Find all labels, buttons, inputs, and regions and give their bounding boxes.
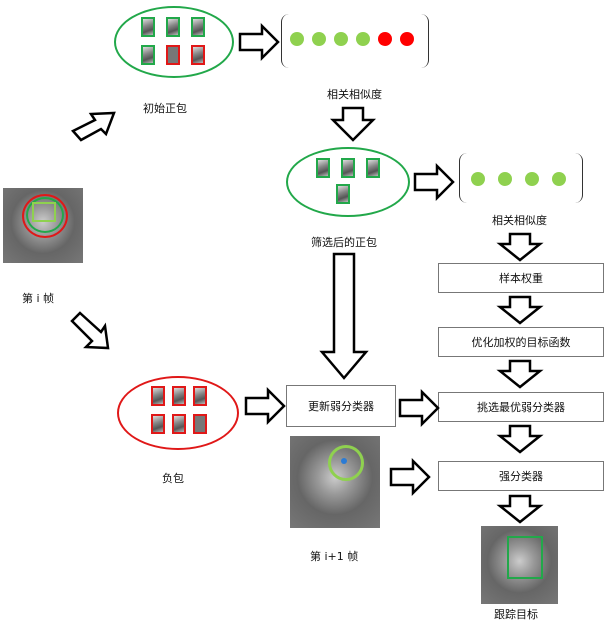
arrow-right-icon [389,457,431,497]
positive-sample [336,184,350,204]
sample-weight-box: 样本权重 [438,263,604,293]
positive-sample [341,158,355,178]
strong-classifier-box: 强分类器 [438,461,604,491]
positive-sample [191,17,205,37]
similarity-label-1: 相关相似度 [327,88,382,101]
positive-sample [141,17,155,37]
arrow-right-icon [238,22,280,62]
frame-i-label: 第 i 帧 [22,292,55,305]
rejected-sample [166,45,180,65]
negative-sample [193,386,207,406]
similar-dot [498,172,512,186]
positive-sample [166,17,180,37]
negative-sample [151,386,165,406]
rejected-sample [191,45,205,65]
negative-sample [172,414,186,434]
arrow-right-icon [244,386,286,426]
initial-positive-bag-label: 初始正包 [143,102,187,115]
similar-dot [312,32,326,46]
positive-sample [141,45,155,65]
tracking-result-image [481,526,558,604]
similar-dot [334,32,348,46]
tracking-target-label: 跟踪目标 [494,608,538,621]
dissimilar-dot [400,32,414,46]
positive-region-circle [26,197,64,233]
negative-bag-label: 负包 [162,472,184,485]
positive-sample [316,158,330,178]
similar-dot [356,32,370,46]
similarity-vector-2 [459,153,583,203]
similarity-label-2: 相关相似度 [492,214,547,227]
select-best-weak-classifier-box: 挑选最优弱分类器 [438,392,604,422]
arrow-down-icon [496,295,544,325]
similarity-vector-1 [281,14,429,68]
arrow-down-icon [496,232,544,262]
positive-sample [366,158,380,178]
negative-sample [172,386,186,406]
initial-positive-bag [114,6,234,78]
similar-dot [290,32,304,46]
similar-dot [525,172,539,186]
negative-region-circle [22,194,68,238]
negative-sample [151,414,165,434]
motion-point [341,458,347,464]
arrow-down-icon [329,106,377,142]
arrow-down-icon [496,359,544,389]
long-arrow-down-icon [319,252,369,380]
optimize-objective-box: 优化加权的目标函数 [438,327,604,357]
frame-i-image [3,188,83,263]
frame-i-plus-1-image [290,436,380,528]
arrow-down-icon [496,424,544,454]
arrow-to-negative-bag-icon [70,311,110,350]
similar-dot [471,172,485,186]
tracked-target-box [507,536,543,579]
filtered-positive-bag-label: 筛选后的正包 [311,236,377,249]
update-weak-classifier-box: 更新弱分类器 [286,385,396,427]
negative-sample [193,414,207,434]
frame-i-plus-1-label: 第 i+1 帧 [310,550,359,563]
dissimilar-dot [378,32,392,46]
similar-dot [552,172,566,186]
negative-bag [117,376,239,450]
target-box [32,202,56,222]
arrow-down-icon [496,494,544,524]
arrow-right-icon [413,162,455,202]
arrow-right-icon [398,388,440,428]
arrow-to-positive-bag-icon [70,111,116,142]
filtered-positive-bag [286,147,410,217]
search-region-circle [328,445,364,481]
